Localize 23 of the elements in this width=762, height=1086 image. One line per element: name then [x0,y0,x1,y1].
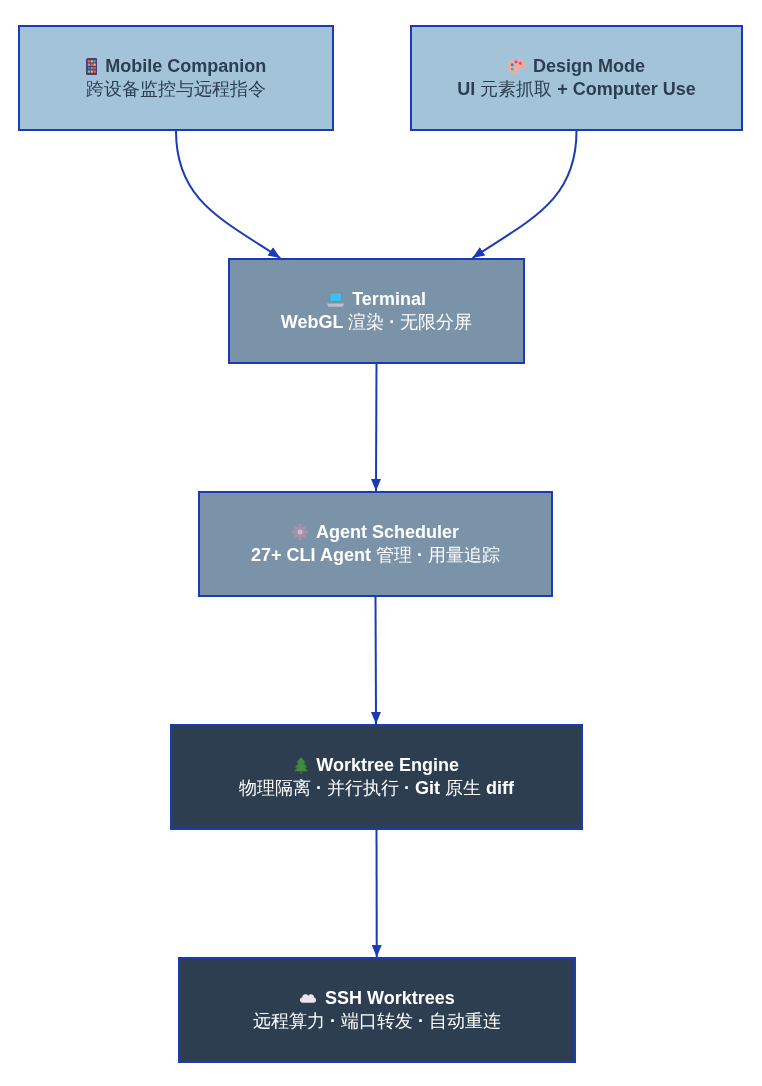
box-text: UI 元素抓取 + Computer Use [457,78,696,101]
process-box [170,724,583,830]
process-box [18,25,334,131]
box-text: 远程算力 · 端口转发 · 自动重连 [253,1010,501,1033]
arrow [370,596,381,725]
process-box [410,25,743,131]
box-heading: Agent Scheduler [316,521,460,544]
box-text: 跨设备监控与远程指令 [86,78,266,101]
arrow [371,829,382,958]
box-heading: Design Mode [533,55,646,78]
process-box [178,957,576,1063]
box-text: WebGL 渲染 · 无限分屏 [280,311,473,334]
box-heading: Worktree Engine [316,754,459,777]
box-text: 物理隔离 · 并行执行 · Git 原生 diff [239,777,514,800]
box-heading: Mobile Companion [105,55,267,78]
arrow [175,130,282,259]
arrow [371,363,382,492]
process-box [198,491,553,597]
process-box [228,258,525,364]
arrow [471,130,578,259]
box-heading: Terminal [352,288,426,311]
box-heading: SSH Worktrees [325,987,455,1010]
box-text: 27+ CLI Agent 管理 · 用量追踪 [251,544,500,567]
